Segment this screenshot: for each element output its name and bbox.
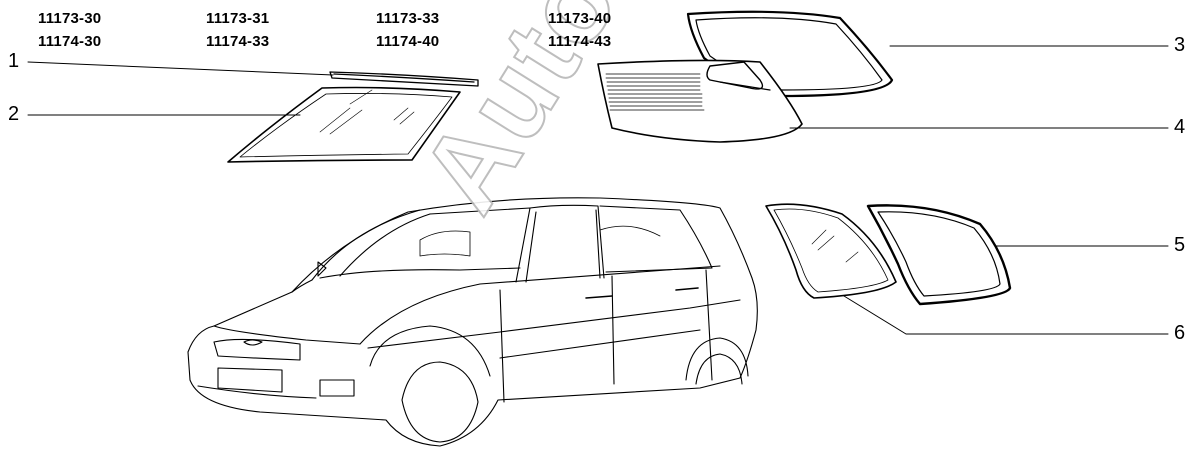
leader-lines bbox=[27, 45, 1169, 335]
part-code: 11174-40 bbox=[376, 33, 440, 50]
callout-5: 5 bbox=[1174, 234, 1186, 256]
rear-window-part bbox=[597, 59, 803, 143]
part-code: 11173-40 bbox=[548, 10, 612, 27]
callout-2: 2 bbox=[8, 103, 20, 125]
quarter-glass-part bbox=[765, 203, 897, 299]
callout-3: 3 bbox=[1174, 34, 1186, 56]
part-code: 11174-43 bbox=[548, 33, 612, 50]
windshield-moulding-part bbox=[329, 71, 479, 87]
part-code: 11174-30 bbox=[38, 33, 102, 50]
part-code: 11174-33 bbox=[206, 33, 270, 50]
part-code: 11173-30 bbox=[38, 10, 102, 27]
windshield-part bbox=[227, 86, 461, 163]
part-code: 11173-33 bbox=[376, 10, 440, 27]
callout-6: 6 bbox=[1174, 322, 1186, 344]
part-code: 11173-31 bbox=[206, 10, 270, 27]
quarter-glass-seal-part bbox=[866, 204, 1012, 306]
car-body bbox=[187, 197, 758, 447]
callout-1: 1 bbox=[8, 50, 20, 72]
callout-4: 4 bbox=[1174, 116, 1186, 138]
